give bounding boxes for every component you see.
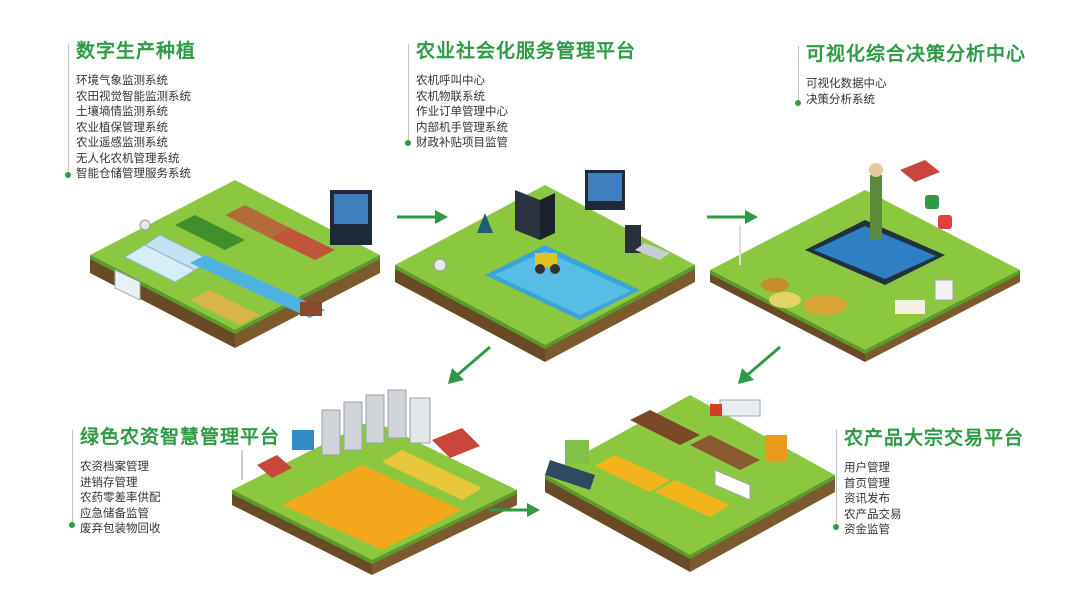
list-item: 用户管理	[844, 460, 890, 474]
list-item: 农机物联系统	[416, 88, 485, 103]
list-item: 农业遥感监测系统	[76, 135, 168, 149]
section-title: 数字生产种植	[76, 40, 197, 62]
connector-line	[68, 44, 69, 174]
decision-center-illustration	[710, 160, 1020, 362]
list-item: 首页管理	[844, 475, 890, 490]
list-item: 资讯发布	[844, 491, 890, 505]
section-social-service: 农业社会化服务管理平台 农机呼叫中心 农机物联系统 作业订单管理中心 内部机手管…	[416, 36, 636, 151]
green-agri-inputs-illustration	[232, 389, 517, 575]
list-item: 资金监管	[844, 522, 890, 536]
list-item: 作业订单管理中心	[416, 104, 508, 118]
list-item: 进销存管理	[80, 474, 138, 489]
connector-dot	[65, 172, 71, 178]
section-digital-planting: 数字生产种植 环境气象监测系统 农田视觉智能监测系统 土壤墒情监测系统 农业植保…	[76, 36, 196, 182]
item-list: 可视化数据中心 决策分析系统	[806, 76, 1026, 107]
list-item: 环境气象监测系统	[76, 73, 168, 87]
list-item: 智能仓储管理服务系统	[76, 166, 191, 180]
section-title: 农产品大宗交易平台	[844, 427, 1025, 449]
list-item: 无人化农机管理系统	[76, 150, 180, 165]
connector-dot	[795, 100, 801, 106]
arrow-down-left-icon	[448, 345, 491, 384]
item-list: 农机呼叫中心 农机物联系统 作业订单管理中心 内部机手管理系统 财政补贴项目监管	[416, 73, 636, 151]
section-green-agri-inputs: 绿色农资智慧管理平台 农资档案管理 进销存管理 农药零差率供配 应急储备监管 废…	[80, 422, 280, 537]
list-item: 农机呼叫中心	[416, 73, 485, 87]
arrow-down-left-icon	[738, 345, 781, 384]
connector-line	[72, 430, 73, 524]
list-item: 决策分析系统	[806, 91, 875, 106]
list-item: 财政补贴项目监管	[416, 135, 508, 149]
list-item: 可视化数据中心	[806, 76, 887, 90]
section-title: 可视化综合决策分析中心	[806, 43, 1027, 65]
arrow-right-icon	[397, 210, 448, 224]
list-item: 应急储备监管	[80, 505, 149, 520]
arrow-right-icon	[489, 503, 540, 517]
connector-line	[408, 44, 409, 142]
item-list: 用户管理 首页管理 资讯发布 农产品交易 资金监管	[844, 460, 1024, 538]
connector-line	[836, 430, 837, 526]
list-item: 农田视觉智能监测系统	[76, 88, 191, 103]
item-list: 农资档案管理 进销存管理 农药零差率供配 应急储备监管 废弃包装物回收	[80, 459, 280, 537]
connector-dot	[69, 522, 75, 528]
section-title: 农业社会化服务管理平台	[416, 40, 637, 62]
bulk-trading-illustration	[545, 395, 835, 572]
item-list: 环境气象监测系统 农田视觉智能监测系统 土壤墒情监测系统 农业植保管理系统 农业…	[76, 73, 196, 182]
connector-dot	[833, 524, 839, 530]
connector-dot	[405, 140, 411, 146]
list-item: 农药零差率供配	[80, 490, 161, 504]
arrow-right-icon	[707, 210, 758, 224]
list-item: 废弃包装物回收	[80, 521, 161, 535]
list-item: 农产品交易	[844, 506, 902, 521]
list-item: 土壤墒情监测系统	[76, 104, 168, 118]
section-title: 绿色农资智慧管理平台	[80, 426, 281, 448]
digital-planting-illustration	[90, 180, 380, 348]
list-item: 农资档案管理	[80, 459, 149, 473]
connector-line	[798, 46, 799, 102]
section-bulk-trading: 农产品大宗交易平台 用户管理 首页管理 资讯发布 农产品交易 资金监管	[844, 423, 1024, 538]
social-service-illustration	[395, 170, 695, 362]
section-decision-center: 可视化综合决策分析中心 可视化数据中心 决策分析系统	[806, 39, 1026, 107]
list-item: 农业植保管理系统	[76, 119, 168, 134]
list-item: 内部机手管理系统	[416, 119, 508, 134]
